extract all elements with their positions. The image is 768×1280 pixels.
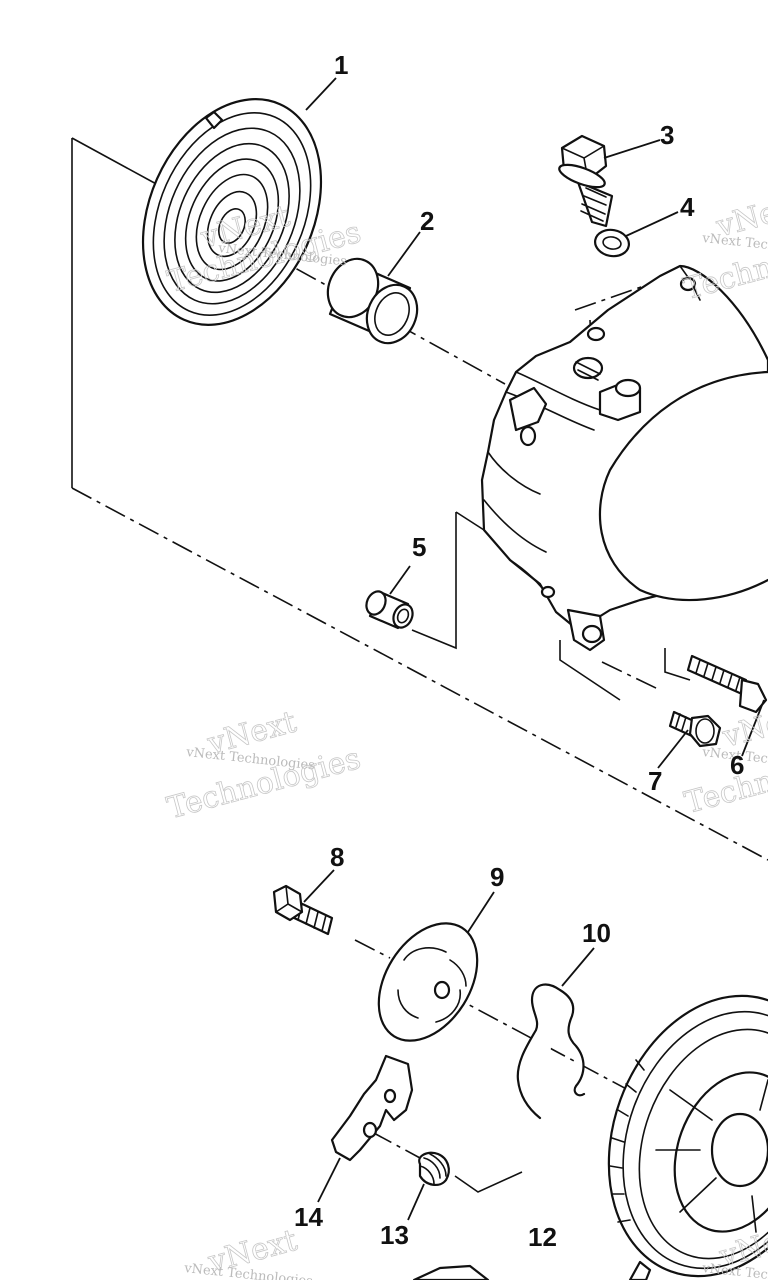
- flange-bolt-top: [558, 134, 614, 228]
- washer: [594, 228, 630, 258]
- recoil-spring: [141, 98, 323, 326]
- callout-14: 14: [294, 1202, 323, 1232]
- callout-6: 6: [730, 750, 744, 780]
- long-bolt: [686, 654, 768, 714]
- callout-9: 9: [490, 862, 504, 892]
- callout-12: 12: [528, 1222, 557, 1252]
- callout-2: 2: [420, 206, 434, 236]
- callout-leaders: [303, 77, 765, 1221]
- callout-8: 8: [330, 842, 344, 872]
- starter-housing: [480, 264, 768, 652]
- collar: [365, 590, 414, 630]
- callout-5: 5: [412, 532, 426, 562]
- short-bolt: [668, 710, 722, 748]
- callout-7: 7: [648, 766, 662, 796]
- watermark-small-6: vNext Technologies: [701, 1261, 768, 1280]
- bolt-lower: [272, 884, 334, 936]
- callout-10: 10: [582, 918, 611, 948]
- guide-spring: [516, 983, 586, 1120]
- assembly-frame-lines: [71, 137, 768, 861]
- ratchet-pawl: [330, 1054, 414, 1162]
- callout-3: 3: [660, 120, 674, 150]
- callout-1: 1: [334, 50, 348, 80]
- callout-13: 13: [380, 1220, 409, 1250]
- callout-4: 4: [680, 192, 695, 222]
- small-spring: [418, 1151, 450, 1186]
- bushing: [326, 257, 419, 345]
- friction-plate: [377, 922, 479, 1042]
- rope-reel: [412, 994, 768, 1280]
- callout-labels: 1 2 3 4 5 6 7 8 9 10 12 13 14: [294, 50, 744, 1252]
